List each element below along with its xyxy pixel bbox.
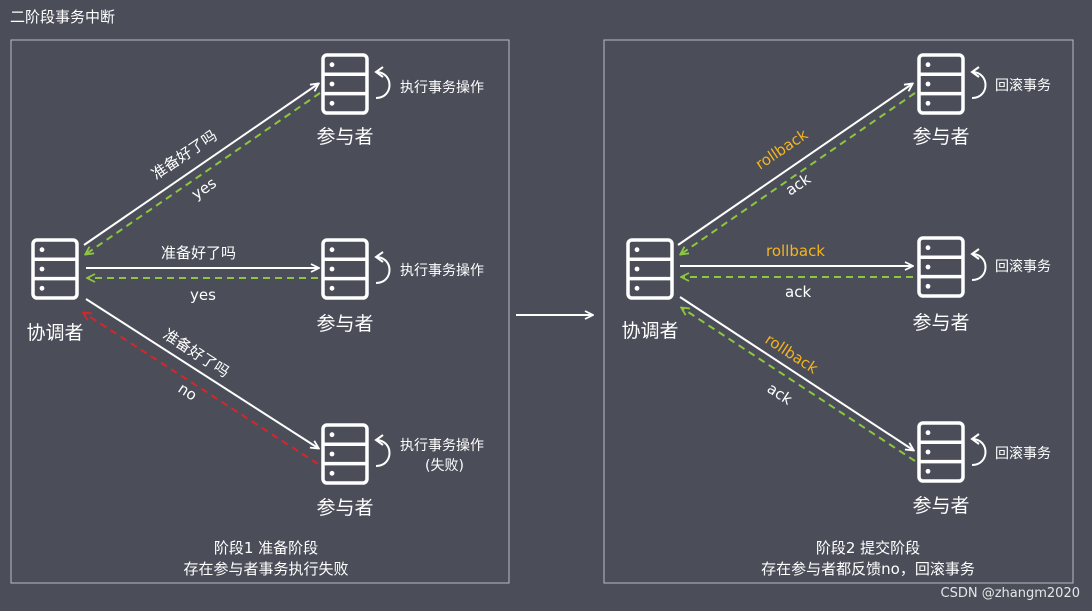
- request-arrow-1: [83, 84, 318, 246]
- phase1-caption-line1: 阶段1 准备阶段: [214, 539, 318, 557]
- phase1-coordinator: 协调者: [26, 238, 84, 344]
- phase1-participant-2: 执行事务操作 参与者: [316, 238, 484, 335]
- rollback-label-1: rollback: [752, 125, 811, 173]
- ack-label-3: ack: [764, 379, 796, 408]
- watermark: CSDN @zhangm2020: [941, 586, 1080, 601]
- request-label-2: 准备好了吗: [161, 244, 236, 262]
- phase2-participant-3: 回滚事务 参与者: [912, 421, 1051, 517]
- participant-label: 参与者: [316, 126, 373, 148]
- phase1-panel: [10, 39, 510, 584]
- phase2-panel: [603, 39, 1074, 584]
- phase1-participant-3: 执行事务操作 (失败) 参与者: [316, 423, 484, 519]
- participant-action: 执行事务操作: [400, 80, 484, 96]
- reply-label-3: no: [175, 379, 200, 404]
- participant-action: 回滚事务: [995, 77, 1051, 94]
- phase2-participant-2: 回滚事务 参与者: [912, 236, 1051, 334]
- phase2-coordinator: 协调者: [621, 238, 679, 342]
- server-icon: [321, 423, 369, 485]
- ack-label-2: ack: [785, 283, 811, 301]
- rollback-arrow-1: [677, 84, 912, 246]
- loop-arrow-icon: [375, 251, 391, 284]
- participant-label: 参与者: [912, 495, 969, 517]
- loop-arrow-icon: [375, 66, 391, 99]
- server-icon: [917, 236, 965, 298]
- server-icon: [321, 238, 369, 300]
- phase2-participant-1: 回滚事务 参与者: [912, 53, 1051, 148]
- participant-label: 参与者: [912, 312, 969, 334]
- participant-action: 回滚事务: [995, 445, 1051, 462]
- reply-arrow-1: [86, 92, 321, 254]
- ack-arrow-3: [682, 308, 916, 462]
- participant-label: 参与者: [316, 497, 373, 519]
- diagram-title: 二阶段事务中断: [10, 8, 115, 26]
- server-icon: [917, 53, 965, 115]
- reply-label-2: yes: [190, 286, 216, 304]
- rollback-label-2: rollback: [766, 242, 825, 260]
- participant-action: 执行事务操作: [400, 438, 484, 454]
- participant-action: 回滚事务: [995, 258, 1051, 275]
- reply-label-1: yes: [188, 174, 220, 204]
- loop-arrow-icon: [971, 248, 987, 281]
- ack-label-1: ack: [782, 170, 814, 200]
- phase2-caption-line2: 存在参与者都反馈no，回滚事务: [761, 560, 975, 578]
- participant-action-status: (失败): [425, 458, 464, 474]
- server-icon: [31, 238, 79, 300]
- participant-action: 执行事务操作: [400, 263, 484, 279]
- coordinator-label: 协调者: [621, 320, 678, 342]
- participant-label: 参与者: [912, 126, 969, 148]
- server-icon: [626, 238, 674, 300]
- rollback-arrow-3: [679, 296, 913, 450]
- server-icon: [917, 421, 965, 483]
- server-icon: [321, 53, 369, 115]
- phase1-participant-1: 执行事务操作 参与者: [316, 53, 484, 148]
- phase2-caption-line1: 阶段2 提交阶段: [816, 539, 920, 557]
- loop-arrow-icon: [971, 66, 987, 99]
- coordinator-label: 协调者: [26, 322, 83, 344]
- loop-arrow-icon: [971, 433, 987, 466]
- reply-arrow-3-fail: [84, 313, 319, 465]
- phase1-caption-line2: 存在参与者事务执行失败: [183, 560, 348, 578]
- request-arrow-3: [85, 298, 318, 448]
- participant-label: 参与者: [316, 313, 373, 335]
- loop-arrow-icon: [375, 434, 391, 467]
